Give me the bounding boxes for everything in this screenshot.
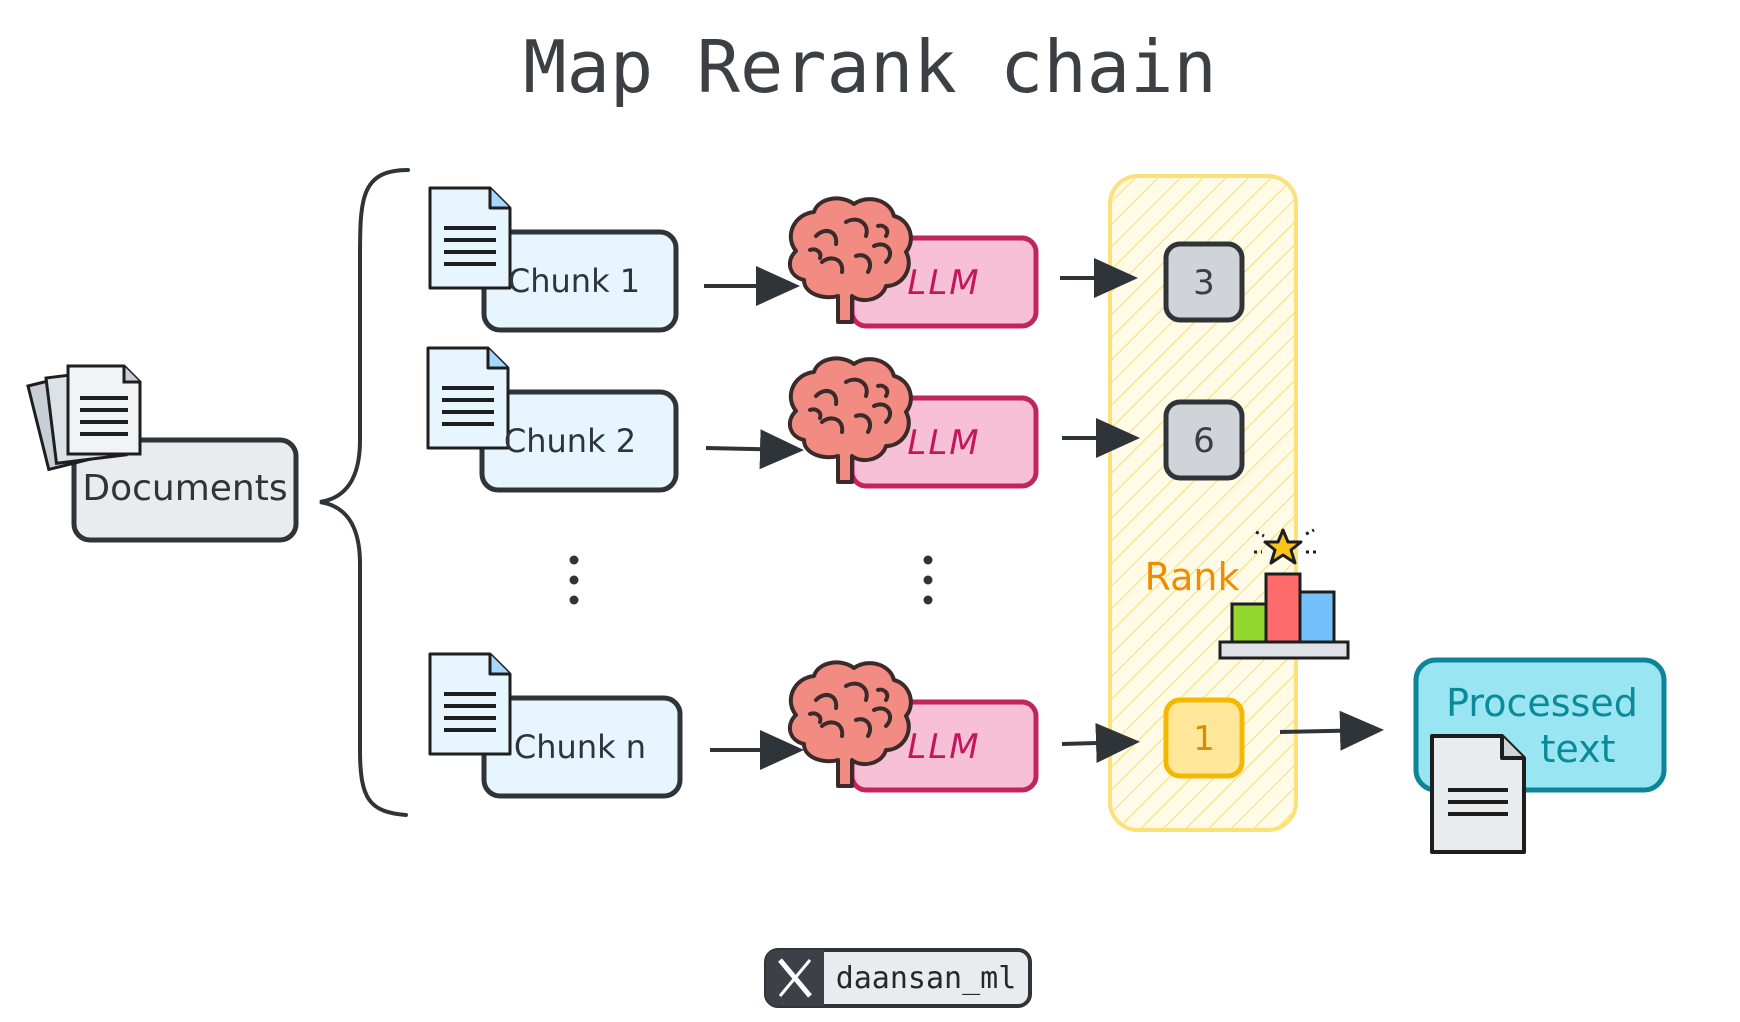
podium-icon: [1218, 528, 1350, 660]
arrow: [1061, 723, 1140, 764]
output-arrow: [1279, 710, 1384, 751]
chunk-label: Chunk 1: [508, 262, 640, 300]
processed-label-line2: text: [1541, 727, 1616, 771]
score-label: 6: [1193, 421, 1215, 461]
rank-panel: [1108, 174, 1298, 832]
chunk-row-1: Chunk 1 LLM 3: [428, 186, 1245, 333]
chunk-label: Chunk 2: [504, 422, 636, 460]
arrow: [705, 429, 804, 470]
documents-node: Documents: [26, 364, 299, 543]
handle-text: daansan_ml: [836, 961, 1017, 996]
document-icon: [428, 186, 512, 290]
score-box: [1163, 241, 1245, 323]
page-title: Map Rerank chain: [523, 25, 1217, 109]
processed-label-line1: Processed: [1446, 681, 1638, 725]
chunk-label: Chunk n: [514, 728, 646, 766]
score-box: [1163, 399, 1245, 481]
llm-label: LLM: [907, 423, 980, 463]
llm-label: LLM: [907, 263, 980, 303]
rank-label: Rank: [1145, 555, 1240, 599]
chunk-row-2: Chunk 2 LLM 6: [426, 346, 1245, 493]
processed-text-node: Processed text: [1413, 657, 1667, 854]
split-brace: [319, 168, 410, 817]
ellipsis-dots: [569, 555, 933, 605]
output-document-icon: [1430, 734, 1526, 854]
document-icon: [426, 346, 510, 450]
score-box-top: [1163, 697, 1245, 779]
score-label: 1: [1193, 719, 1215, 759]
author-handle[interactable]: daansan_ml: [764, 948, 1032, 1008]
documents-stack-icon: [26, 364, 142, 472]
llm-label: LLM: [907, 727, 980, 767]
x-logo-icon: [778, 958, 812, 998]
documents-label: Documents: [82, 468, 287, 509]
document-icon: [428, 652, 512, 756]
score-label: 3: [1193, 263, 1215, 303]
chunk-row-n: Chunk n LLM 1: [428, 652, 1245, 799]
